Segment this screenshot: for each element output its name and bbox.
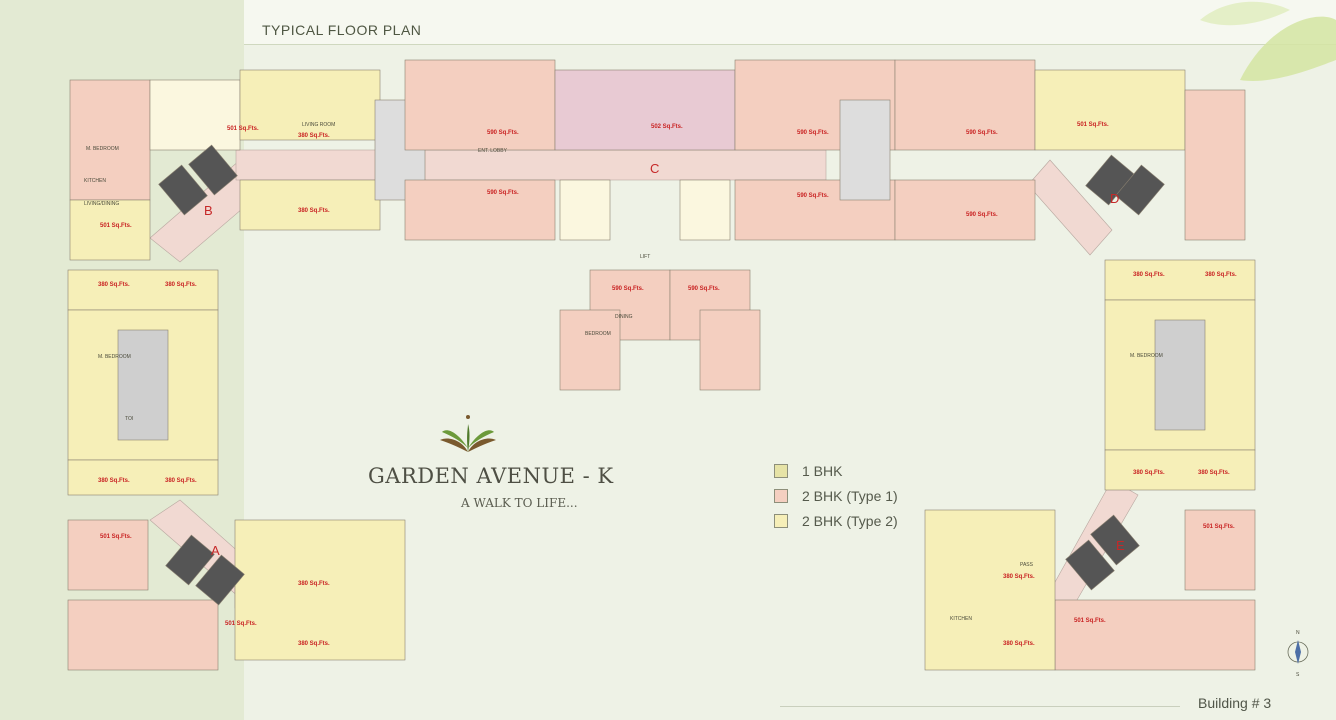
- block-top-center: [404, 59, 761, 391]
- area-label: 590 Sq.Fts.: [966, 212, 998, 218]
- area-label: 380 Sq.Fts.: [1003, 574, 1035, 580]
- wing-label-a: A: [211, 543, 220, 558]
- room-label: ENT. LOBBY: [478, 148, 508, 154]
- room-label: PASS: [1020, 562, 1034, 568]
- room-label: BEDROOM: [585, 331, 611, 337]
- block-top-right: [734, 59, 1246, 241]
- area-label: 590 Sq.Fts.: [688, 286, 720, 292]
- brand-name: GARDEN AVENUE - K: [368, 464, 614, 488]
- page-title: TYPICAL FLOOR PLAN: [262, 22, 422, 38]
- room-label: LIFT: [640, 254, 650, 260]
- block-right-column: [924, 259, 1256, 671]
- wing-label-e: E: [1116, 538, 1125, 553]
- room-label: M. BEDROOM: [1130, 353, 1163, 359]
- area-label: 380 Sq.Fts.: [298, 133, 330, 139]
- area-label: 590 Sq.Fts.: [612, 286, 644, 292]
- wing-label-d: D: [1110, 191, 1119, 206]
- compass-icon: N S: [1287, 630, 1309, 678]
- room-label: M. BEDROOM: [98, 354, 131, 360]
- area-label: 380 Sq.Fts.: [165, 478, 197, 484]
- area-label: 590 Sq.Fts.: [966, 130, 998, 136]
- unit-type-legend: 1 BHK 2 BHK (Type 1) 2 BHK (Type 2): [774, 458, 898, 533]
- brand-tagline: A WALK TO LIFE...: [461, 496, 578, 510]
- room-label: TOI: [125, 416, 133, 422]
- block-left-column: [67, 269, 406, 671]
- footer-divider: [780, 706, 1180, 707]
- wing-label-b: B: [204, 203, 213, 218]
- room-label: LIVING ROOM: [302, 122, 335, 128]
- area-label: 501 Sq.Fts.: [100, 223, 132, 229]
- area-label: 501 Sq.Fts.: [1203, 524, 1235, 530]
- legend-item-2bhk-type2: 2 BHK (Type 2): [774, 508, 898, 533]
- building-number: Building # 3: [1198, 695, 1272, 711]
- area-label: 380 Sq.Fts.: [1133, 272, 1165, 278]
- legend-swatch: [774, 463, 788, 478]
- area-label: 380 Sq.Fts.: [1198, 470, 1230, 476]
- room-label: LIVING/DINING: [84, 201, 119, 207]
- area-label: 380 Sq.Fts.: [298, 208, 330, 214]
- room-label: KITCHEN: [950, 616, 972, 622]
- area-label: 380 Sq.Fts.: [98, 282, 130, 288]
- area-label: 590 Sq.Fts.: [797, 130, 829, 136]
- header-band: [244, 0, 1336, 44]
- area-label: 380 Sq.Fts.: [298, 581, 330, 587]
- wing-label-c: C: [650, 161, 659, 176]
- area-label: 380 Sq.Fts.: [298, 641, 330, 647]
- block-top-left: [69, 69, 426, 261]
- area-label: 590 Sq.Fts.: [487, 130, 519, 136]
- legend-swatch: [774, 488, 788, 503]
- area-label: 590 Sq.Fts.: [487, 190, 519, 196]
- brand-logo-icon: [440, 415, 496, 452]
- room-label: M. BEDROOM: [86, 146, 119, 152]
- area-label: 380 Sq.Fts.: [1205, 272, 1237, 278]
- area-label: 380 Sq.Fts.: [98, 478, 130, 484]
- room-label: KITCHEN: [84, 178, 106, 184]
- room-label: DINING: [615, 314, 633, 320]
- header-divider: [244, 44, 1336, 45]
- area-label: 380 Sq.Fts.: [165, 282, 197, 288]
- area-label: 590 Sq.Fts.: [797, 193, 829, 199]
- area-label: 501 Sq.Fts.: [225, 621, 257, 627]
- legend-item-2bhk-type1: 2 BHK (Type 1): [774, 483, 898, 508]
- legend-label: 1 BHK: [802, 462, 843, 479]
- area-label: 501 Sq.Fts.: [227, 126, 259, 132]
- area-label: 501 Sq.Fts.: [1077, 122, 1109, 128]
- compass-north-label: N: [1296, 630, 1300, 636]
- legend-item-1bhk: 1 BHK: [774, 458, 898, 483]
- leaf-decoration: [1200, 1, 1336, 81]
- area-label: 502 Sq.Fts.: [651, 124, 683, 130]
- legend-label: 2 BHK (Type 2): [802, 512, 898, 529]
- area-label: 501 Sq.Fts.: [1074, 618, 1106, 624]
- legend-swatch: [774, 513, 788, 528]
- area-label: 501 Sq.Fts.: [100, 534, 132, 540]
- area-label: 380 Sq.Fts.: [1003, 641, 1035, 647]
- legend-label: 2 BHK (Type 1): [802, 487, 898, 504]
- compass-south-label: S: [1296, 672, 1300, 678]
- area-label: 380 Sq.Fts.: [1133, 470, 1165, 476]
